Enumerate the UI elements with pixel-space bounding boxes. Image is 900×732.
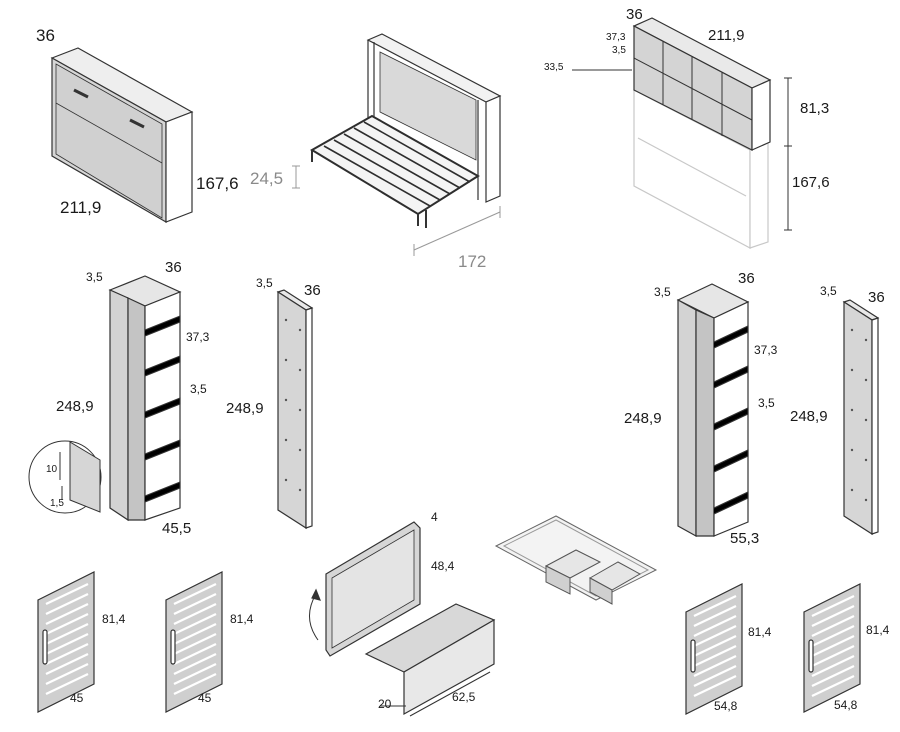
- left-door-1-height-label: 81,4: [102, 612, 126, 626]
- left-door-1: [37, 571, 95, 713]
- right-door-1-width-label: 54,8: [714, 699, 738, 713]
- right-shelf-gap-label: 37,3: [754, 343, 778, 357]
- bed-with-sofa: [494, 515, 658, 605]
- top-unit-side-label: 33,5: [544, 62, 564, 73]
- desk-depth-label: 20: [378, 697, 392, 711]
- desk-height-label: 48,4: [431, 559, 455, 573]
- right-shelf-height-label: 248,9: [624, 410, 662, 427]
- closed-bed-width-label: 211,9: [60, 198, 102, 217]
- left-shelf-height-label: 248,9: [56, 398, 94, 415]
- bed-with-top-unit: [572, 17, 792, 250]
- right-panel-height-label: 248,9: [790, 408, 828, 425]
- left-shelf-gap-label: 37,3: [186, 330, 210, 344]
- left-shelf-panel-thickness-label: 3,5: [86, 270, 103, 284]
- right-side-panel: [842, 299, 880, 536]
- right-door-2-width-label: 54,8: [834, 698, 858, 712]
- left-door-2: [165, 571, 223, 713]
- left-door-2-height-label: 81,4: [230, 612, 254, 626]
- right-shelf-panel-thickness-label: 3,5: [654, 285, 671, 299]
- right-shelf-width-label: 55,3: [730, 530, 760, 547]
- top-unit-shelf-thickness-label: 3,5: [612, 45, 626, 56]
- left-shelf-width-label: 45,5: [162, 520, 192, 537]
- left-panel-depth-label: 36: [304, 282, 321, 299]
- detail-bottom-label: 1,5: [50, 498, 64, 509]
- folding-desk: [309, 521, 496, 717]
- top-unit-depth-label: 36: [626, 6, 643, 23]
- detail-top-label: 10: [46, 464, 58, 475]
- top-unit-shelf-gap-label: 37,3: [606, 32, 626, 43]
- right-door-1-height-label: 81,4: [748, 625, 772, 639]
- left-door-2-width-label: 45: [198, 691, 212, 705]
- left-shelf-tower: [108, 275, 182, 522]
- closed-wall-bed: [50, 47, 194, 224]
- right-panel-thickness-label: 3,5: [820, 284, 837, 298]
- detail-circle: [28, 440, 102, 514]
- open-bed-length-label: 172: [458, 252, 487, 271]
- top-unit-width-label: 211,9: [708, 27, 745, 44]
- right-door-1: [685, 583, 743, 715]
- left-panel-thickness-label: 3,5: [256, 276, 273, 290]
- right-door-2: [803, 583, 861, 713]
- left-shelf-thickness-label: 3,5: [190, 382, 207, 396]
- right-shelf-depth-label: 36: [738, 270, 755, 287]
- left-door-1-width-label: 45: [70, 691, 84, 705]
- desk-thickness-label: 4: [431, 510, 438, 524]
- top-unit-height-label: 81,3: [800, 100, 830, 117]
- right-shelf-tower: [676, 283, 750, 538]
- closed-bed-depth-label: 36: [36, 26, 55, 45]
- right-door-2-height-label: 81,4: [866, 623, 890, 637]
- right-shelf-thickness-label: 3,5: [758, 396, 775, 410]
- left-panel-height-label: 248,9: [226, 400, 264, 417]
- closed-bed-height-label: 167,6: [196, 174, 239, 193]
- top-unit-bed-height-label: 167,6: [792, 174, 830, 191]
- open-bed-leg-height-label: 24,5: [250, 169, 284, 188]
- desk-width-label: 62,5: [452, 690, 476, 704]
- right-panel-depth-label: 36: [868, 289, 885, 306]
- left-side-panel: [276, 289, 314, 530]
- open-wall-bed: [292, 33, 502, 256]
- left-shelf-depth-label: 36: [165, 259, 182, 276]
